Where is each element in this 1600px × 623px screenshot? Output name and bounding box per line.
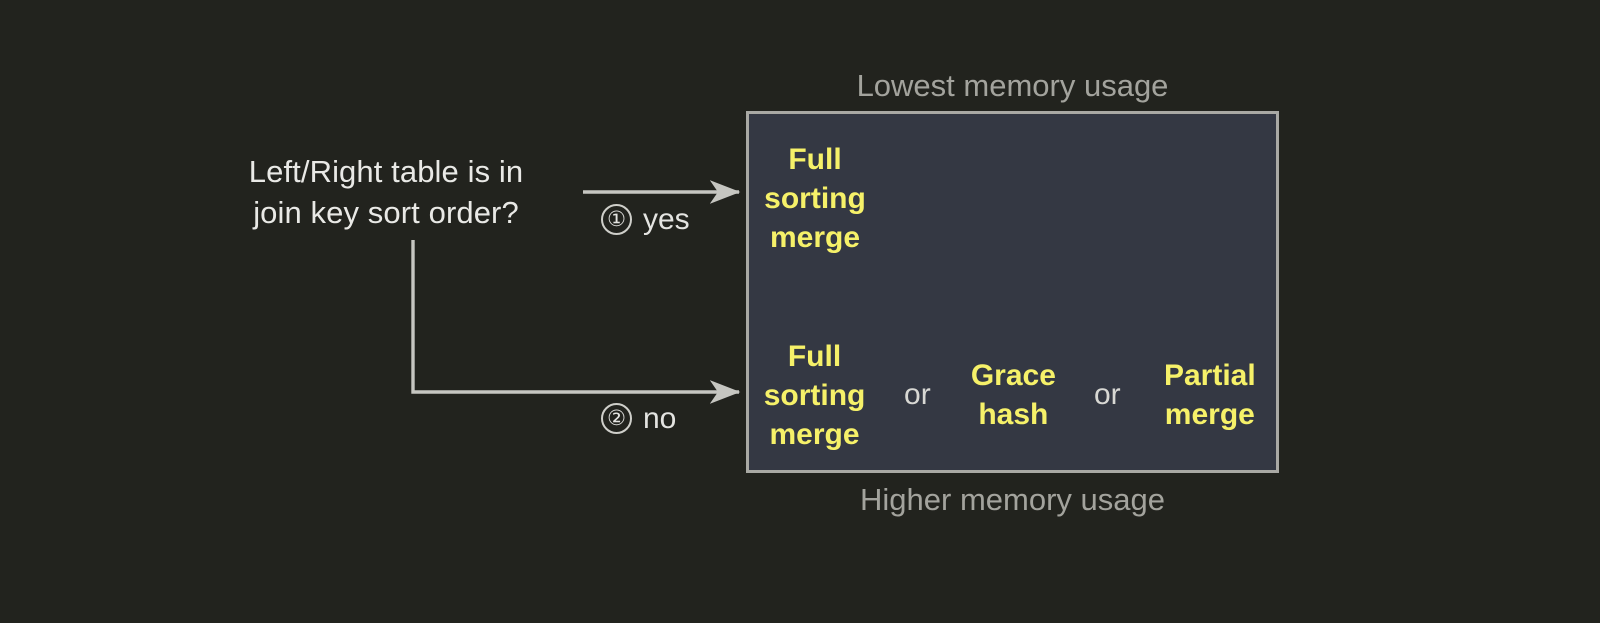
branch-label-yes: ① yes	[601, 204, 690, 235]
caption-higher-memory: Higher memory usage	[860, 482, 1165, 517]
option-partial-merge: Partial merge	[1163, 359, 1256, 431]
option-row-yes: Full sorting merge	[759, 133, 871, 263]
decision-question: Left/Right table is in join key sort ord…	[248, 154, 524, 230]
branch-text-yes: yes	[643, 202, 690, 236]
caption-lowest-memory: Lowest memory usage	[856, 68, 1169, 103]
branch-number-2: ②	[601, 403, 632, 434]
outcome-box	[746, 111, 1279, 473]
option-separator-1: or	[904, 378, 931, 411]
option-grace-hash: Grace hash	[970, 359, 1056, 431]
branch-text-no: no	[643, 401, 677, 435]
option-full-sorting-merge-no: Full sorting merge	[763, 339, 866, 451]
option-row-no: Full sorting merge or Grace hash or Part…	[759, 330, 1269, 460]
option-separator-2: or	[1093, 378, 1121, 411]
option-full-sorting-merge-yes: Full sorting merge	[764, 142, 866, 254]
branch-number-1: ①	[601, 204, 632, 235]
branch-label-no: ② no	[601, 403, 676, 434]
connector-no	[411, 240, 741, 404]
